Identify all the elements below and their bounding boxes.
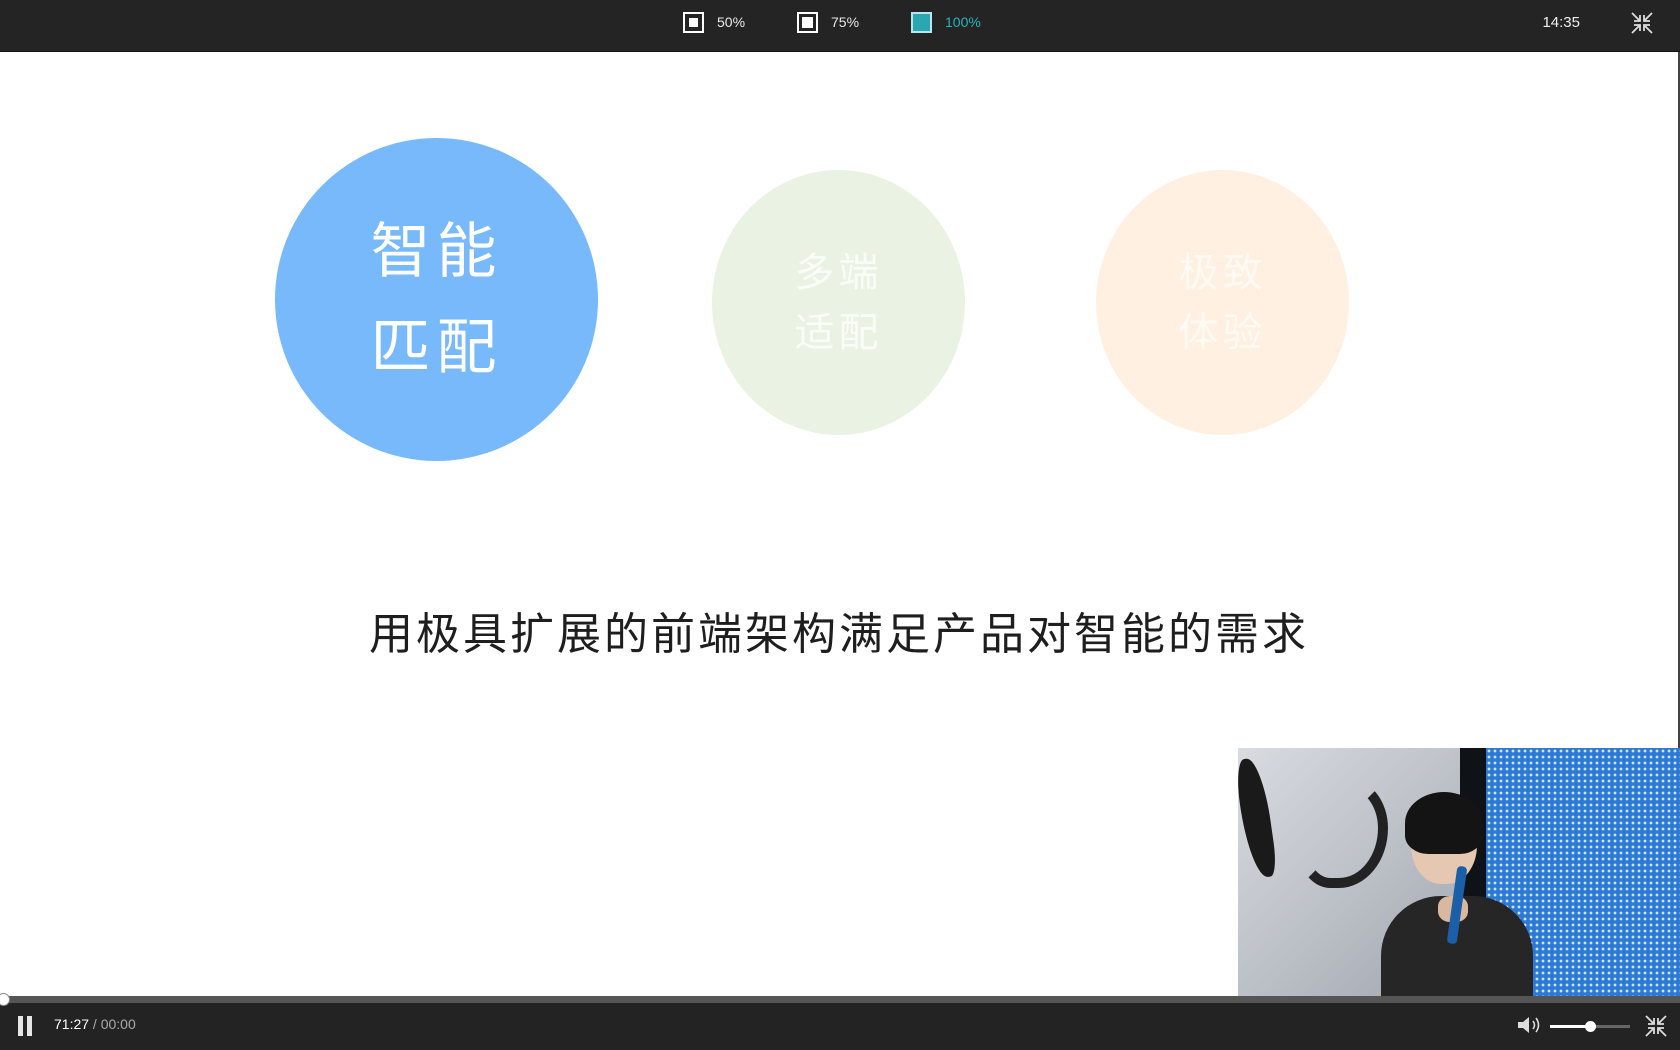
circle-3-line-2: 体验 bbox=[1178, 309, 1267, 356]
time-display: 71:27 / 00:00 bbox=[54, 1016, 136, 1032]
clock-time: 14:35 bbox=[1542, 14, 1580, 31]
zoom-50-icon bbox=[683, 11, 704, 33]
current-time: 71:27 bbox=[54, 1016, 90, 1032]
duration: 00:00 bbox=[100, 1016, 136, 1032]
volume-fill bbox=[1550, 1025, 1590, 1028]
speaker-hair bbox=[1405, 792, 1483, 854]
circle-1-line-2: 匹配 bbox=[370, 312, 503, 383]
volume-slider[interactable] bbox=[1550, 1021, 1630, 1032]
ink-stroke bbox=[1238, 756, 1279, 880]
circle-1-line-1: 智能 bbox=[370, 216, 503, 287]
circle-2-line-1: 多端 bbox=[794, 249, 883, 296]
zoom-option-100[interactable]: 100% bbox=[911, 0, 981, 44]
slide-subtitle: 用极具扩展的前端架构满足产品对智能的需求 bbox=[369, 609, 1309, 660]
player-controls: 71:27 / 00:00 bbox=[0, 993, 1680, 1050]
pause-icon bbox=[18, 1016, 23, 1036]
zoom-75-label: 75% bbox=[831, 14, 860, 30]
circle-2-line-2: 适配 bbox=[794, 309, 883, 356]
zoom-option-75[interactable]: 75% bbox=[797, 0, 859, 44]
zoom-100-label: 100% bbox=[945, 14, 981, 30]
zoom-50-label: 50% bbox=[717, 14, 746, 30]
top-toolbar: 50% 75% 100% 14:35 bbox=[0, 0, 1680, 52]
progress-handle[interactable] bbox=[0, 993, 10, 1006]
speaker-video[interactable] bbox=[1238, 748, 1680, 996]
progress-bar[interactable] bbox=[0, 993, 1680, 1006]
time-separator: / bbox=[89, 1016, 101, 1032]
circle-3-line-1: 极致 bbox=[1178, 249, 1267, 296]
circle-multi-device: 多端 适配 bbox=[712, 170, 965, 435]
volume-handle[interactable] bbox=[1585, 1021, 1596, 1032]
circle-smart-match: 智能 匹配 bbox=[275, 138, 598, 461]
zoom-option-50[interactable]: 50% bbox=[683, 0, 745, 44]
exit-fullscreen-icon[interactable] bbox=[1630, 11, 1654, 35]
exit-fullscreen-icon[interactable] bbox=[1644, 1014, 1668, 1038]
slide-canvas: 智能 匹配 多端 适配 极致 体验 用极具扩展的前端架构满足产品对智能的需求 bbox=[0, 52, 1680, 996]
speaker-icon[interactable] bbox=[1516, 1014, 1544, 1036]
ink-stroke bbox=[1298, 778, 1388, 888]
circle-ultimate-experience: 极致 体验 bbox=[1096, 170, 1349, 435]
zoom-75-icon bbox=[797, 11, 818, 33]
zoom-100-icon bbox=[911, 11, 932, 33]
pause-icon bbox=[27, 1016, 32, 1036]
pause-button[interactable] bbox=[18, 1016, 36, 1036]
